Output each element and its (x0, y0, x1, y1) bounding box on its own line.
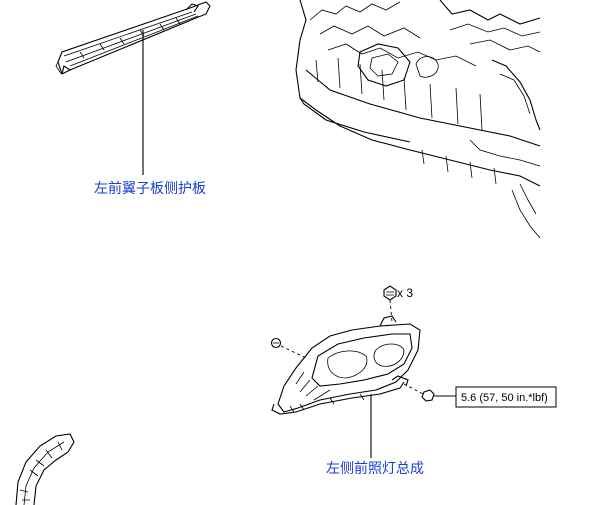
bolt-dash-line (389, 299, 393, 323)
front-body-structure-icon (295, 0, 541, 239)
bolt-count: x 3 (397, 286, 413, 300)
screw-icon (270, 337, 282, 349)
headlight-label: 左侧前照灯总成 (326, 460, 424, 477)
torque-bolt-icon (421, 389, 456, 402)
fender-side-seal-part-icon (55, 1, 211, 75)
bolt-icon (383, 285, 397, 301)
screw-dash-line (280, 345, 307, 359)
headlight-assembly-icon (271, 315, 421, 415)
fender-liner-part-icon (15, 433, 75, 505)
torque-spec-text: 5.6 (57, 50 in.*lbf) (461, 392, 548, 404)
torque-bolt-dash-line (403, 383, 424, 395)
torque-spec-box: 5.6 (57, 50 in.*lbf) (455, 386, 557, 408)
fender-seal-label: 左前翼子板侧护板 (94, 180, 206, 197)
